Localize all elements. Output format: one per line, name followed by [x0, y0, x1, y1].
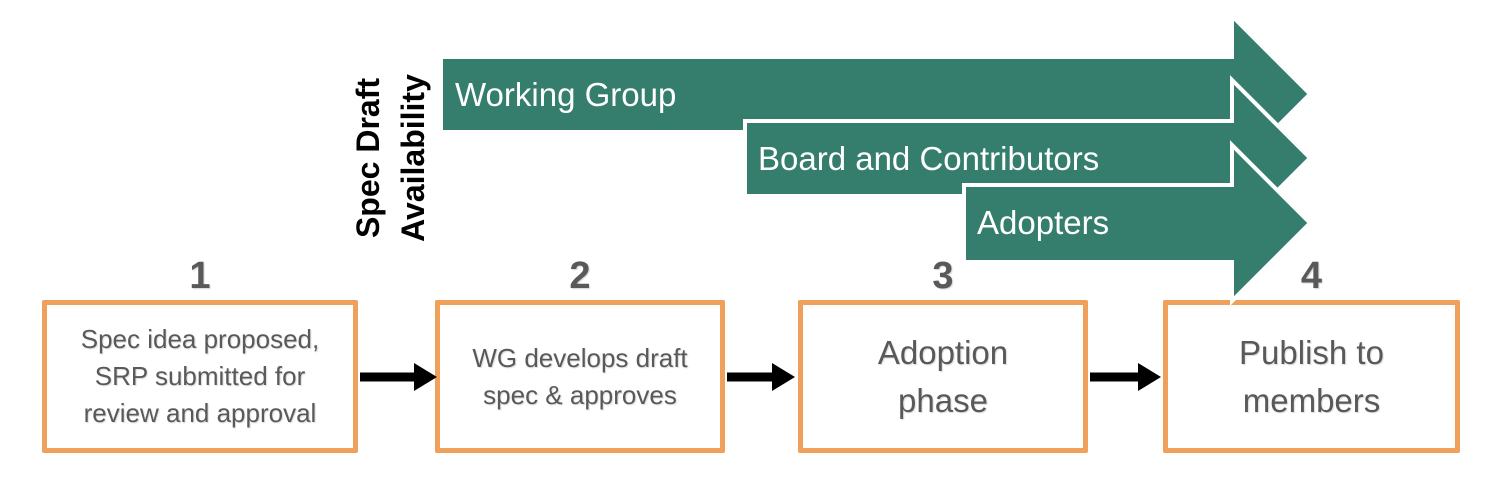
step-4-number: 4	[1300, 255, 1323, 297]
step-3: 3 Adoption phase	[798, 252, 1088, 453]
flow-arrow-head	[414, 363, 437, 391]
working-group-arrow-label: Working Group	[455, 76, 676, 113]
board-and-contributors-arrow-label: Board and Contributors	[758, 140, 1099, 177]
spec-draft-availability-label: Spec Draft Availability	[346, 53, 438, 263]
step-2-text-line: spec & approves	[483, 379, 677, 410]
step-4-text-line: Publish to	[1239, 333, 1384, 371]
step-3-box: Adoption phase	[798, 300, 1088, 453]
board-and-contributors-arrow: Board and Contributors	[743, 75, 1313, 241]
board-and-contributors-arrow-shape	[743, 75, 1313, 241]
flow-arrow-head	[1138, 363, 1161, 391]
step-3-text-line: phase	[898, 381, 988, 419]
step-1-text-line: Spec idea proposed,	[80, 324, 320, 354]
step-3-number: 3	[932, 255, 954, 297]
step-2-number: 2	[569, 255, 591, 297]
step-4: 4 Publish to members	[1163, 252, 1460, 453]
step-2-text-line: WG develops draft	[472, 342, 688, 373]
step-3-text-line: Adoption	[877, 333, 1009, 371]
step-2-box: WG develops draft spec & approves	[435, 300, 725, 453]
availability-label-line-2: Availability	[395, 74, 431, 242]
flow-arrow-1-to-2	[360, 363, 437, 391]
step-4-box: Publish to members	[1163, 300, 1460, 453]
step-1-text-line: review and approval	[83, 398, 317, 428]
flow-arrow-3-to-4	[1090, 363, 1161, 391]
adopters-arrow-label: Adopters	[977, 204, 1109, 241]
step-4-text-line: members	[1242, 381, 1381, 419]
availability-label-line-1: Spec Draft	[350, 77, 386, 239]
working-group-arrow-shape	[439, 11, 1313, 177]
step-1-number: 1	[189, 255, 211, 297]
working-group-arrow: Working Group	[439, 11, 1313, 177]
flow-arrow-head	[772, 363, 795, 391]
step-2: 2 WG develops draft spec & approves	[435, 252, 725, 453]
step-1-text-line: SRP submitted for	[94, 361, 306, 391]
step-1-box: Spec idea proposed, SRP submitted for re…	[42, 300, 358, 453]
flow-arrow-2-to-3	[727, 363, 795, 391]
step-1: 1 Spec idea proposed, SRP submitted for …	[42, 252, 358, 453]
